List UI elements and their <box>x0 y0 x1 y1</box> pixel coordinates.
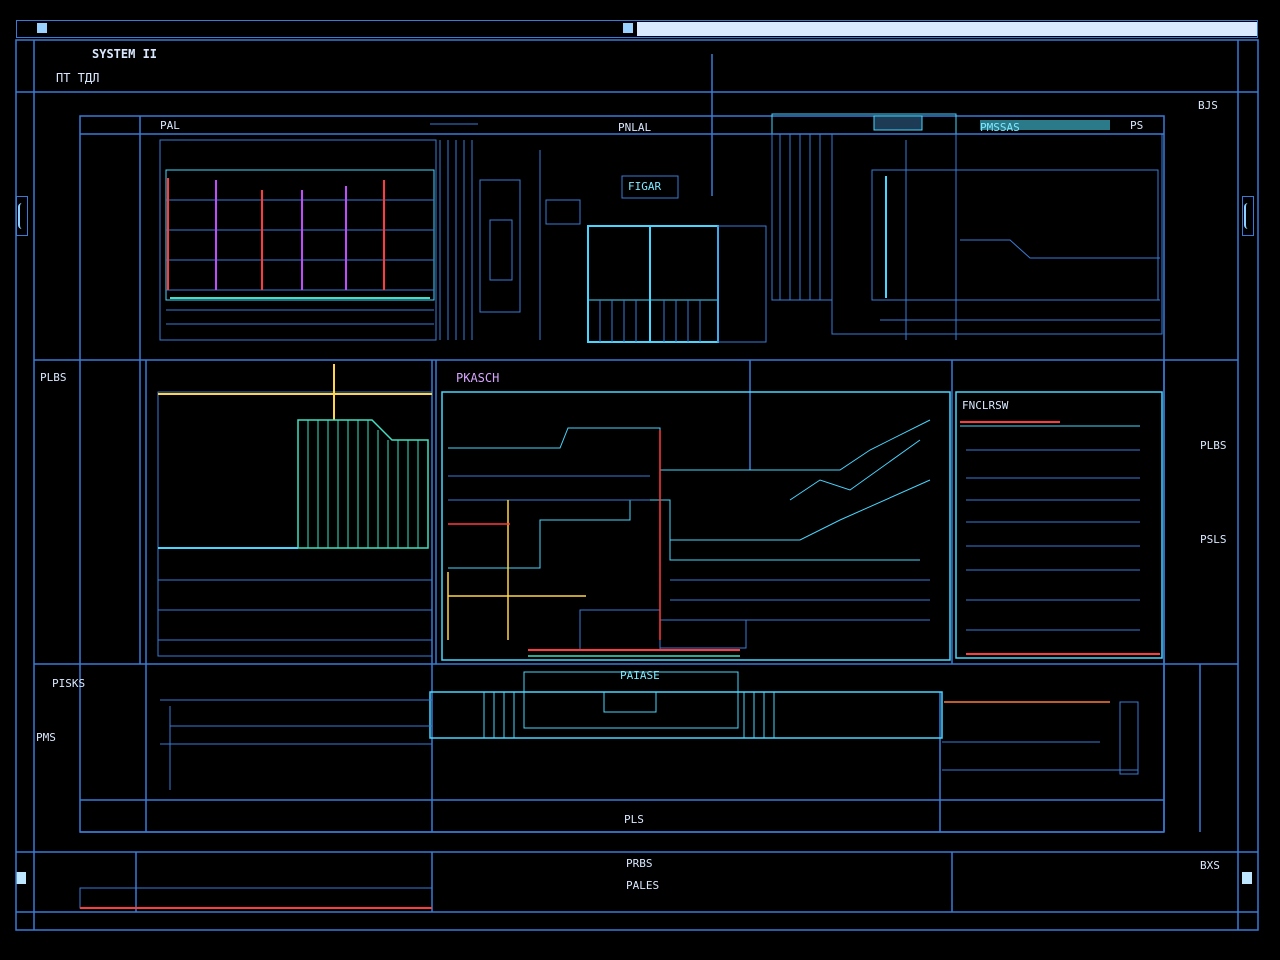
row-label: PLBS <box>40 371 67 384</box>
panel-title: PKASCH <box>456 371 500 385</box>
row-label: PISKS <box>52 677 86 690</box>
window-control-icon[interactable] <box>623 23 633 33</box>
corner-marker-icon <box>1242 872 1252 884</box>
footer-label: BXS <box>1200 859 1220 872</box>
row-sublabel: PMS <box>36 731 56 744</box>
panel-label: PAL <box>160 119 180 132</box>
panel-label: PMSSAS <box>980 121 1020 134</box>
panel-label: PNLAL <box>618 121 652 134</box>
title-bar <box>16 20 1258 38</box>
window-control-icon[interactable] <box>37 23 47 33</box>
panel-title: PAIASE <box>620 669 660 682</box>
panel-sublabel: FIGAR <box>628 180 662 193</box>
corner-marker-icon <box>16 872 26 884</box>
side-label: PLBS <box>1200 439 1227 452</box>
footer-label: PRBS <box>626 857 653 870</box>
side-panel-icon[interactable] <box>1242 196 1254 236</box>
panel-title: FNCLRSW <box>962 399 1009 412</box>
footer-label: PALES <box>626 879 660 892</box>
title-bar-highlight <box>637 22 1257 36</box>
app-title: SYSTEM II <box>92 47 158 61</box>
app-subtitle: ПТ ТДЛ <box>56 71 100 85</box>
top-right-badge: BJS <box>1198 99 1218 112</box>
side-label: PSLS <box>1200 533 1227 546</box>
panel-mark: PLS <box>624 813 644 826</box>
panel-badge: PS <box>1130 119 1144 132</box>
